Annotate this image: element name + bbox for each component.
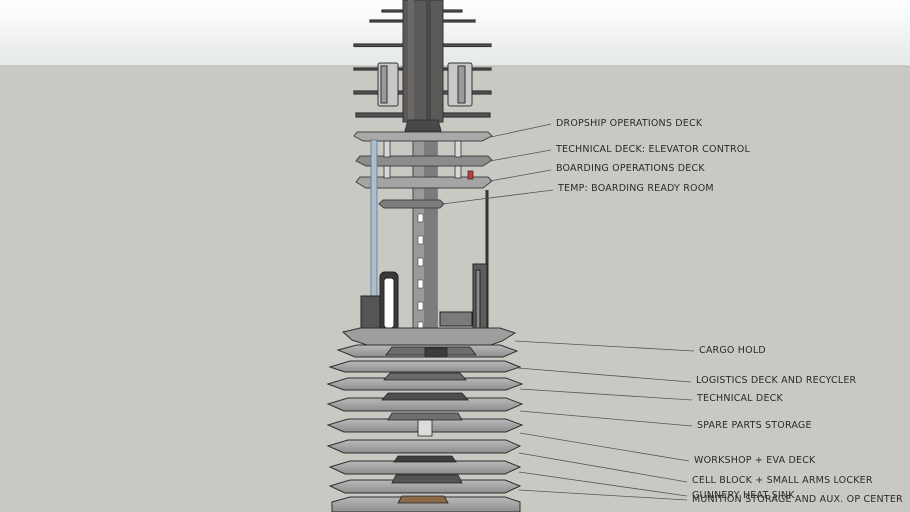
leader-cell-block [518,452,688,483]
leader-technical-deck-elevator-control [489,149,552,162]
leader-dropship-operations-deck [490,123,552,138]
leader-technical-deck [519,388,693,401]
lower-deck-stack [326,344,524,512]
label-temp-boarding-ready-room: TEMP: BOARDING READY ROOM [558,183,714,194]
label-cell-block-small-arms-locker: CELL BLOCK + SMALL ARMS LOCKER [692,475,873,486]
label-logistics-deck-and-recycler: LOGISTICS DECK AND RECYCLER [696,375,857,386]
deck-interior-bays [381,346,477,504]
label-cargo-hold: CARGO HOLD [699,345,766,356]
label-boarding-operations-deck: BOARDING OPERATIONS DECK [556,163,705,174]
central-core [412,139,438,339]
leader-temp-boarding-ready-room [441,189,554,205]
leader-workshop-eva-deck [519,432,690,462]
label-technical-deck: TECHNICAL DECK [697,393,783,404]
spire-pods [377,62,473,107]
leader-gunnery-heat-sink [518,471,688,497]
hangar-floor [341,327,517,347]
upper-decks [353,131,493,209]
label-technical-deck-elevator-control: TECHNICAL DECK: ELEVATOR CONTROL [556,144,750,155]
label-munition-storage-aux-op-center: MUNITION STORAGE AND AUX. OP CENTER [692,494,903,505]
leader-cargo-hold [514,340,695,352]
deck-pillars [383,140,474,180]
leader-spare-parts-storage [519,410,693,427]
label-spare-parts-storage: SPARE PARTS STORAGE [697,420,812,431]
upper-spire [402,0,444,132]
leader-logistics-deck [517,367,692,383]
leader-boarding-operations-deck [489,169,552,182]
callout-leaders [441,123,695,501]
leader-munition-storage [518,489,688,501]
glass-elevator-tube [370,139,378,303]
label-dropship-operations-deck: DROPSHIP OPERATIONS DECK [556,118,703,129]
label-gunnery-heat-sink: GUNNERY HEAT SINK [692,490,795,501]
label-workshop-eva-deck: WORKSHOP + EVA DECK [694,455,816,466]
